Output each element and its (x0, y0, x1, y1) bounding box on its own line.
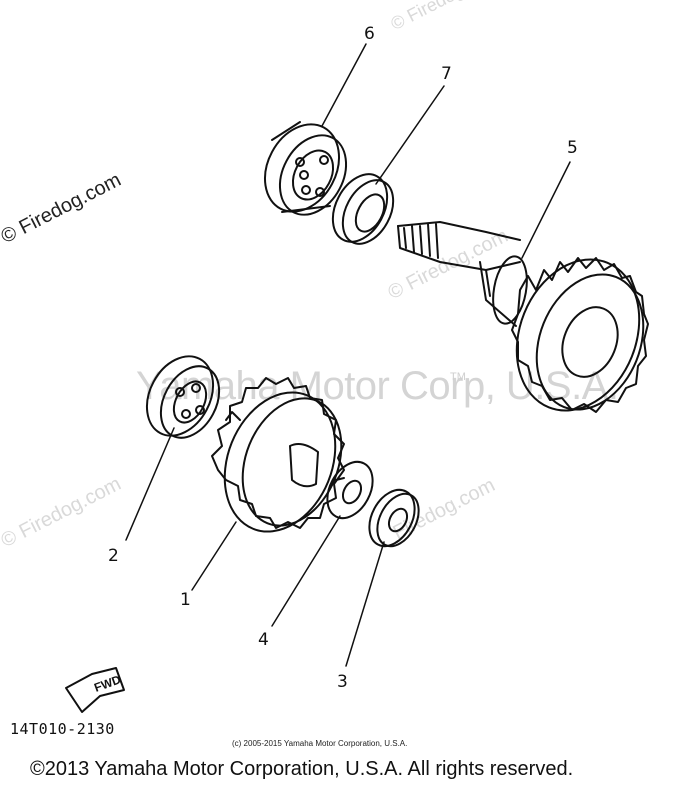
bearing-6 (264, 121, 348, 216)
gear-shaft-5 (397, 221, 649, 413)
copyright-notice: ©2013 Yamaha Motor Corporation, U.S.A. A… (30, 758, 574, 780)
oil-seal-7 (331, 173, 395, 245)
part-number: 14T010-2130 (10, 720, 115, 738)
callout-4: 4 (258, 630, 269, 650)
trademark-mark: TM (450, 371, 466, 383)
callout-6: 6 (364, 24, 375, 44)
callout-5: 5 (567, 138, 578, 158)
fwd-arrow-icon (65, 667, 125, 713)
callout-2: 2 (108, 546, 119, 566)
callout-3: 3 (337, 672, 348, 692)
washer-3 (368, 488, 420, 548)
callout-7: 7 (441, 64, 452, 84)
leader-lines (125, 43, 571, 667)
washer-4 (326, 460, 374, 520)
callout-1: 1 (180, 590, 191, 610)
bearing-2 (145, 355, 221, 439)
small-copyright: (c) 2005-2015 Yamaha Motor Corporation, … (232, 739, 408, 748)
gear-1 (211, 377, 345, 533)
